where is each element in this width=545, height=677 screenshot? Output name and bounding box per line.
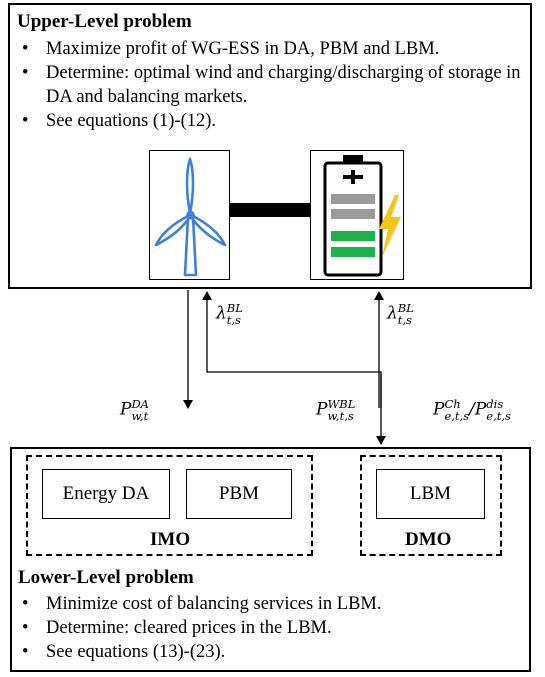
energy-da-label: Energy DA bbox=[62, 483, 150, 504]
dmo-label: DMO bbox=[405, 529, 452, 550]
lower-level-title: Lower-Level problem bbox=[18, 567, 194, 588]
lower-bullet-3: See equations (13)-(23). bbox=[18, 640, 523, 664]
lbm-label: LBM bbox=[409, 483, 452, 504]
upper-level-bullets: Maximize profit of WG-ESS in DA, PBM and… bbox=[18, 37, 523, 133]
connector-bar bbox=[230, 203, 310, 217]
pbm-label: PBM bbox=[218, 483, 260, 504]
lightning-icon bbox=[379, 195, 401, 257]
imo-label: IMO bbox=[150, 529, 191, 550]
pbm-box: PBM bbox=[186, 469, 292, 519]
lower-level-bullets: Minimize cost of balancing services in L… bbox=[18, 592, 523, 664]
wind-turbine-frame bbox=[149, 150, 230, 280]
lower-bullet-1: Minimize cost of balancing services in L… bbox=[18, 592, 523, 616]
lower-bullet-2: Determine: cleared prices in the LBM. bbox=[18, 616, 523, 640]
upper-bullet-3: See equations (1)-(12). bbox=[18, 109, 523, 133]
wind-turbine-icon bbox=[154, 157, 227, 277]
imo-group bbox=[26, 455, 313, 556]
lbm-box: LBM bbox=[376, 469, 485, 519]
upper-bullet-2: Determine: optimal wind and charging/dis… bbox=[18, 61, 523, 109]
upper-bullet-1: Maximize profit of WG-ESS in DA, PBM and… bbox=[18, 37, 523, 61]
upper-level-title: Upper-Level problem bbox=[17, 11, 192, 32]
battery-icon bbox=[323, 155, 383, 277]
energy-da-box: Energy DA bbox=[42, 469, 170, 519]
battery-frame bbox=[310, 150, 404, 280]
dmo-group bbox=[360, 455, 502, 556]
